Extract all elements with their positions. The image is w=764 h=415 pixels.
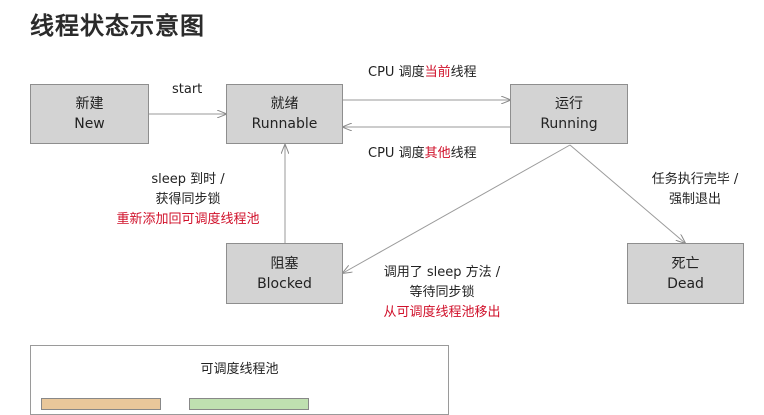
- transition-arrows: [149, 0, 764, 400]
- cpu-current-suffix: 线程: [450, 65, 477, 80]
- edge-label-cpu-current: CPU 调度当前线程: [368, 63, 477, 83]
- cpu-current-prefix: CPU 调度: [368, 65, 425, 80]
- arrow-running-to-blocked: [343, 144, 571, 273]
- state-blocked: 阻塞 Blocked: [226, 243, 343, 304]
- state-new: 新建 New: [30, 84, 149, 144]
- sleep-done-line1: sleep 到时 /: [151, 172, 225, 187]
- state-dead: 死亡 Dead: [627, 243, 744, 304]
- state-runnable-cn: 就绪: [270, 96, 299, 112]
- state-runnable: 就绪 Runnable: [226, 84, 343, 144]
- edge-label-cpu-other: CPU 调度其他线程: [368, 144, 477, 164]
- cpu-current-highlight: 当前: [424, 65, 451, 80]
- to-dead-line1: 任务执行完毕 /: [651, 172, 739, 187]
- edge-label-to-dead: 任务执行完毕 / 强制退出: [630, 170, 760, 210]
- state-runnable-en: Runnable: [251, 116, 318, 132]
- state-dead-cn: 死亡: [671, 255, 700, 272]
- sleep-done-line3: 重新添加回可调度线程池: [116, 212, 260, 227]
- to-dead-line2: 强制退出: [668, 192, 721, 207]
- page-title: 线程状态示意图: [30, 12, 205, 40]
- cpu-other-suffix: 线程: [450, 146, 477, 161]
- sleep-done-line2: 获得同步锁: [155, 192, 221, 207]
- arrow-running-to-dead: [569, 144, 685, 243]
- state-running-en: Running: [540, 116, 598, 132]
- to-blocked-line3: 从可调度线程池移出: [383, 305, 501, 320]
- state-new-en: New: [74, 116, 105, 132]
- state-running-cn: 运行: [555, 96, 583, 112]
- cpu-other-highlight: 其他: [424, 146, 451, 161]
- state-running: 运行 Running: [510, 84, 628, 144]
- state-blocked-en: Blocked: [257, 275, 312, 292]
- to-blocked-line1: 调用了 sleep 方法 /: [383, 265, 501, 280]
- state-dead-en: Dead: [667, 275, 704, 292]
- edge-label-sleep-done: sleep 到时 / 获得同步锁 重新添加回可调度线程池: [104, 170, 272, 230]
- to-blocked-line2: 等待同步锁: [409, 285, 475, 300]
- edge-label-to-blocked: 调用了 sleep 方法 / 等待同步锁 从可调度线程池移出: [352, 263, 532, 323]
- state-new-cn: 新建: [75, 96, 104, 112]
- state-blocked-cn: 阻塞: [270, 255, 299, 272]
- cpu-other-prefix: CPU 调度: [368, 146, 425, 161]
- edge-label-start: start: [172, 82, 203, 97]
- schedulable-thread-pool: 可调度线程池: [30, 345, 449, 415]
- pool-title: 可调度线程池: [200, 362, 279, 377]
